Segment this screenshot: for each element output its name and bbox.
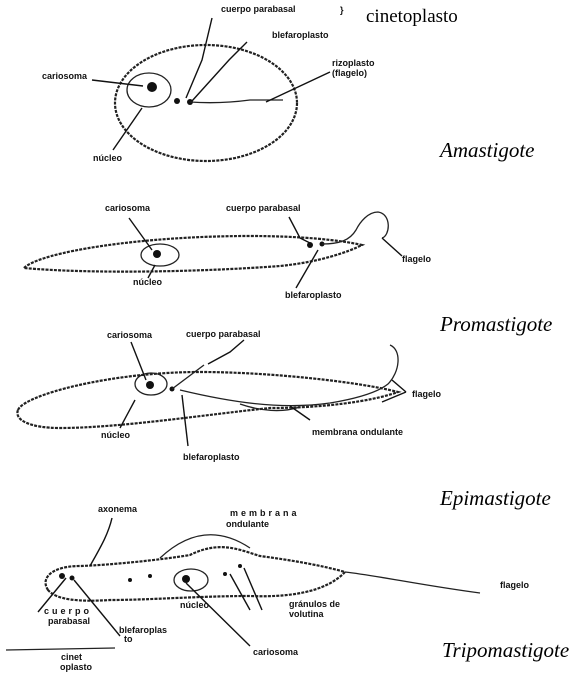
amastigote-cuerpo-leader	[186, 18, 212, 98]
epimastigote-parabasal-link	[172, 365, 204, 389]
header-cinetoplasto: cinetoplasto	[366, 6, 458, 27]
promastigote-title: Promastigote	[439, 312, 552, 336]
tripomastigote-cuerpo-label-2: parabasal	[48, 616, 90, 626]
tripomastigote-cinetoplasto-label-1: cinet	[61, 652, 82, 662]
epimastigote-title: Epimastigote	[439, 486, 551, 510]
tripomastigote-karyosome	[182, 575, 190, 583]
header-blefaroplasto: blefaroplasto	[272, 30, 329, 40]
epimastigote-flagelo-label: flagelo	[412, 389, 442, 399]
header-cuerpo-parabasal: cuerpo parabasal	[221, 4, 296, 14]
tripomastigote-figure	[6, 518, 480, 650]
amastigote-title: Amastigote	[438, 138, 535, 162]
tripomastigote-granule-2	[148, 574, 152, 578]
tripomastigote-cinetoplasto-label-2: oplasto	[60, 662, 93, 672]
amastigote-rizoplasto-leader	[266, 72, 330, 102]
tripomastigote-granulos-label-1: gránulos de	[289, 599, 340, 609]
promastigote-flagelo-leader	[382, 238, 402, 256]
tripomastigote-blefaroplasto-label-2: to	[124, 634, 133, 644]
amastigote-parabasal-body	[174, 98, 180, 104]
tripomastigote-undulating-membrane	[160, 535, 250, 558]
promastigote-figure	[24, 212, 402, 288]
promastigote-cuerpo-leader	[289, 217, 312, 244]
epimastigote-cuerpo-label: cuerpo parabasal	[186, 329, 261, 339]
promastigote-blefaroplasto-label: blefaroplasto	[285, 290, 342, 300]
promastigote-cariosoma-leader	[129, 218, 152, 250]
amastigote-nucleo-label: núcleo	[93, 153, 123, 163]
epimastigote-cell	[17, 372, 398, 428]
tripomastigote-cinetoplasto-line	[6, 648, 115, 650]
epimastigote-cuerpo-leader	[208, 340, 244, 364]
tripomastigote-flagelo-label: flagelo	[500, 580, 530, 590]
tripomastigote-axonema-label: axonema	[98, 504, 138, 514]
tripomastigote-granulos-label-2: volutina	[289, 609, 324, 619]
tripomastigote-granule-1	[128, 578, 132, 582]
tripomastigote-title: Tripomastigote	[442, 638, 569, 662]
tripomastigote-kinetoplast	[59, 573, 65, 579]
tripomastigote-granule-4	[238, 564, 242, 568]
epimastigote-blefaroplasto-label: blefaroplasto	[183, 452, 240, 462]
epimastigote-membrana-label: membrana ondulante	[312, 427, 403, 437]
tripomastigote-membrana-label-1: membrana	[230, 508, 300, 518]
amastigote-karyosome	[147, 82, 157, 92]
amastigote-flagelo-label: (flagelo)	[332, 68, 367, 78]
promastigote-cariosoma-label: cariosoma	[105, 203, 151, 213]
tripomastigote-granulos-leader-1	[230, 574, 250, 610]
epimastigote-nucleo-label: núcleo	[101, 430, 131, 440]
epimastigote-blefaroplasto-leader	[182, 395, 188, 446]
amastigote-cariosoma-leader	[92, 80, 143, 86]
amastigote-blefaroplasto-leader	[192, 42, 247, 101]
promastigote-cell	[24, 236, 362, 272]
promastigote-blefaroplasto-leader	[296, 250, 318, 288]
amastigote-cariosoma-label: cariosoma	[42, 71, 88, 81]
promastigote-cuerpo-label: cuerpo parabasal	[226, 203, 301, 213]
epimastigote-karyosome	[146, 381, 154, 389]
tripomastigote-nucleo-label: núcleo	[180, 600, 210, 610]
tripomastigote-flagellum	[345, 572, 480, 593]
tripomastigote-granule-3	[223, 572, 227, 576]
epimastigote-cariosoma-label: cariosoma	[107, 330, 153, 340]
tripomastigote-blepharoplast	[70, 576, 75, 581]
tripomastigote-cuerpo-label-1: cuerpo	[44, 606, 92, 616]
tripomastigote-membrana-label-2: ondulante	[226, 519, 269, 529]
promastigote-flagelo-label: flagelo	[402, 254, 432, 264]
promastigote-karyosome	[153, 250, 161, 258]
amastigote-rizoplasto-label: rizoplasto	[332, 58, 375, 68]
header-separator: }	[340, 5, 344, 15]
promastigote-nucleo-label: núcleo	[133, 277, 163, 287]
tripomastigote-axonema-leader	[90, 518, 112, 566]
tripomastigote-cariosoma-label: cariosoma	[253, 647, 299, 657]
